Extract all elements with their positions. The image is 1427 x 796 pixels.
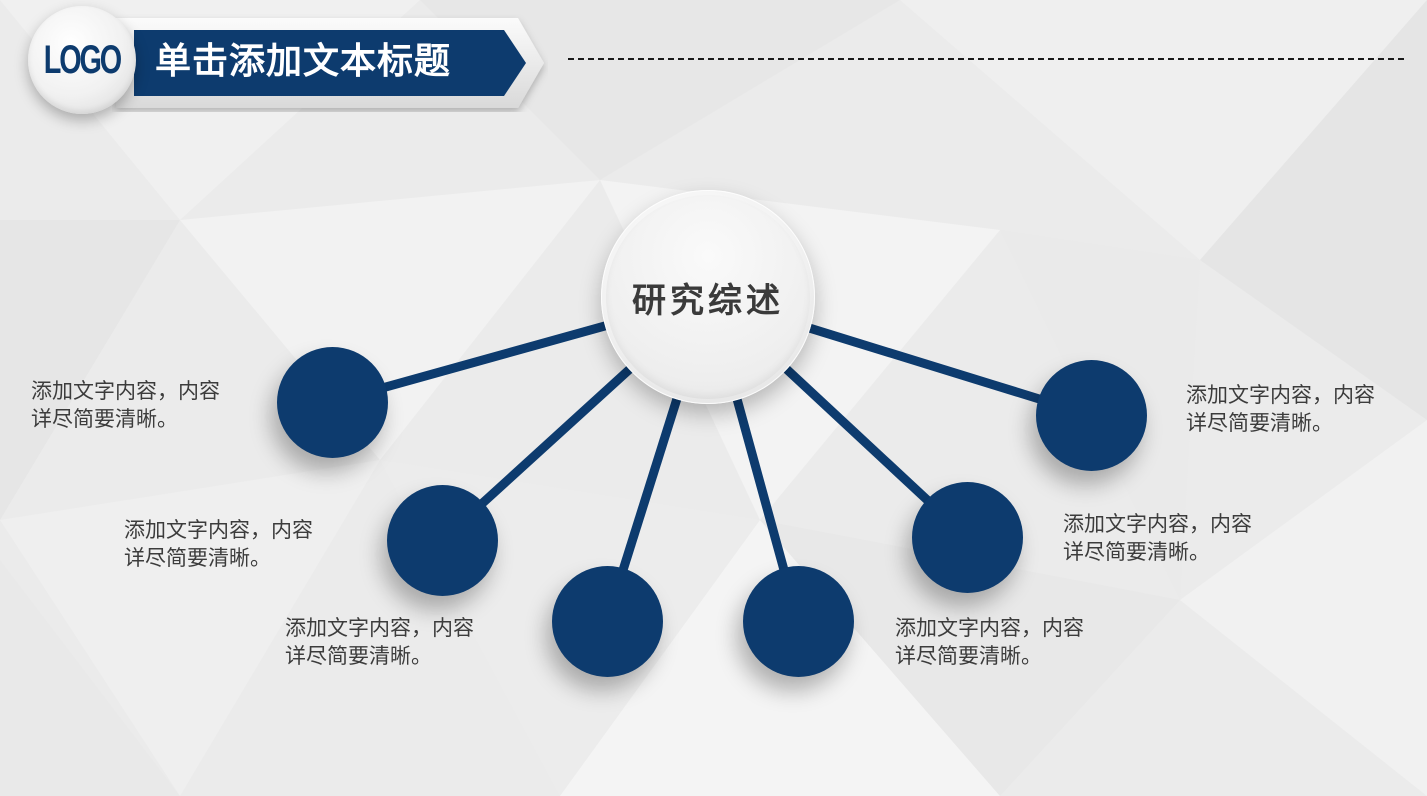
- branch-node-1: [277, 347, 388, 458]
- branch-node-6: [1036, 360, 1147, 471]
- title-banner: [116, 18, 544, 108]
- branch-text-5: 添加文字内容，内容 详尽简要清晰。: [1063, 510, 1252, 566]
- branch-node-4: [743, 566, 854, 677]
- branch-text-2: 添加文字内容，内容 详尽简要清晰。: [124, 516, 313, 572]
- branch-text-line2: 详尽简要清晰。: [285, 644, 432, 668]
- logo-badge: LOGO: [28, 6, 136, 114]
- logo-text: LOGO: [43, 37, 122, 82]
- branch-text-line1: 添加文字内容，内容: [124, 518, 313, 542]
- branch-text-1: 添加文字内容，内容 详尽简要清晰。: [31, 377, 220, 433]
- branch-text-line2: 详尽简要清晰。: [124, 546, 271, 570]
- branch-node-2: [387, 485, 498, 596]
- branch-text-3: 添加文字内容，内容 详尽简要清晰。: [285, 614, 474, 670]
- branch-text-line1: 添加文字内容，内容: [285, 616, 474, 640]
- branch-text-line2: 详尽简要清晰。: [31, 407, 178, 431]
- branch-node-5: [912, 482, 1023, 593]
- branch-text-6: 添加文字内容，内容 详尽简要清晰。: [1186, 381, 1375, 437]
- center-topic-node: 研究综述: [601, 190, 815, 404]
- branch-text-line1: 添加文字内容，内容: [1186, 383, 1375, 407]
- branch-text-line1: 添加文字内容，内容: [31, 379, 220, 403]
- header-divider: [568, 58, 1404, 60]
- branch-text-line2: 详尽简要清晰。: [1063, 540, 1210, 564]
- branch-text-line2: 详尽简要清晰。: [1186, 411, 1333, 435]
- page-title: 单击添加文本标题: [155, 41, 452, 82]
- branch-text-line2: 详尽简要清晰。: [895, 644, 1042, 668]
- branch-text-4: 添加文字内容，内容 详尽简要清晰。: [895, 614, 1084, 670]
- branch-node-3: [552, 566, 663, 677]
- branch-text-line1: 添加文字内容，内容: [1063, 512, 1252, 536]
- center-topic-label: 研究综述: [632, 280, 784, 321]
- branch-text-line1: 添加文字内容，内容: [895, 616, 1084, 640]
